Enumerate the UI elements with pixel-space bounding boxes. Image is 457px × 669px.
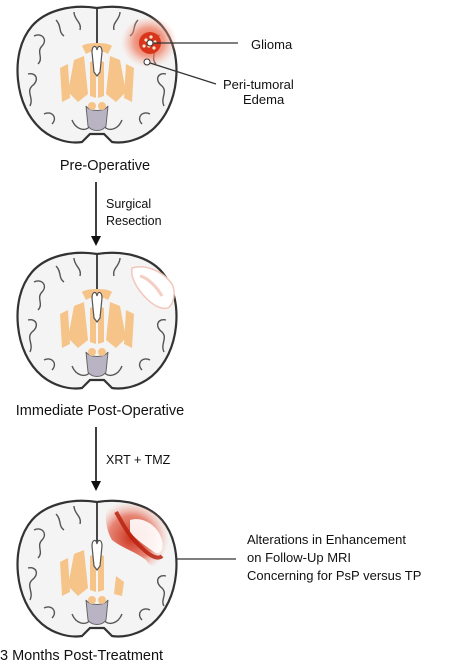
glioma-label: Glioma — [251, 37, 292, 52]
alterations-label-line1: Alterations in Enhancement — [247, 532, 406, 547]
stage-label-immediate-post-operative: Immediate Post-Operative — [0, 403, 200, 419]
post-treatment-brain-illustration — [12, 496, 182, 646]
alterations-label-line2: on Follow-Up MRI — [247, 550, 351, 565]
glioma-tumor — [139, 32, 161, 54]
transition-arrow-1 — [90, 182, 102, 248]
xrt-tmz-label: XRT + TMZ — [106, 452, 170, 469]
stage-label-post-treatment: 3 Months Post-Treatment — [0, 648, 200, 664]
edema-label-line1: Peri-tumoral — [223, 77, 294, 92]
edema-label-line2: Edema — [243, 92, 284, 107]
stage-label-pre-operative: Pre-Operative — [40, 158, 170, 174]
pre-operative-brain-illustration — [12, 2, 182, 152]
ventricles — [92, 540, 102, 570]
surgical-resection-label-line2: Resection — [106, 213, 162, 230]
transition-arrow-2 — [90, 427, 102, 493]
ventricles — [92, 292, 102, 322]
post-operative-brain-illustration — [12, 248, 182, 398]
surgical-resection-label-line1: Surgical — [106, 196, 151, 213]
alterations-label-line3: Concerning for PsP versus TP — [247, 568, 421, 583]
ventricles — [92, 46, 102, 76]
